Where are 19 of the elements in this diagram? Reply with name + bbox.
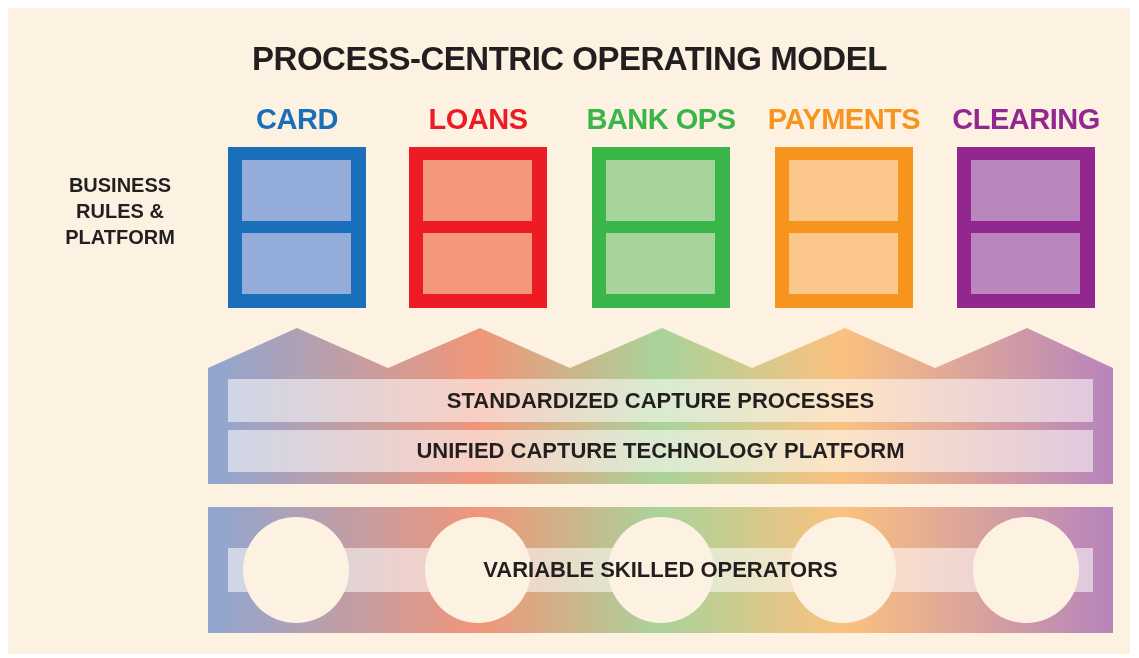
column-heading: CARD bbox=[255, 103, 339, 136]
column-heading: LOANS bbox=[427, 103, 529, 136]
layer-bar: UNIFIED CAPTURE TECHNOLOGY PLATFORM bbox=[228, 430, 1093, 472]
column-heading: BANK OPS bbox=[585, 103, 737, 136]
column-heading: PAYMENTS bbox=[766, 103, 922, 136]
content-block bbox=[789, 160, 898, 221]
side-label: BUSINESS RULES & PLATFORM bbox=[64, 173, 176, 250]
content-block bbox=[423, 233, 532, 294]
content-block bbox=[971, 233, 1080, 294]
content-block bbox=[971, 160, 1080, 221]
column-heading: CLEARING bbox=[951, 103, 1101, 136]
content-block bbox=[242, 160, 351, 221]
content-block bbox=[242, 233, 351, 294]
layer-bar: STANDARDIZED CAPTURE PROCESSES bbox=[228, 379, 1093, 422]
content-block bbox=[606, 233, 715, 294]
diagram-title: PROCESS-CENTRIC OPERATING MODEL bbox=[251, 40, 888, 78]
content-block bbox=[606, 160, 715, 221]
content-block bbox=[789, 233, 898, 294]
content-block bbox=[423, 160, 532, 221]
